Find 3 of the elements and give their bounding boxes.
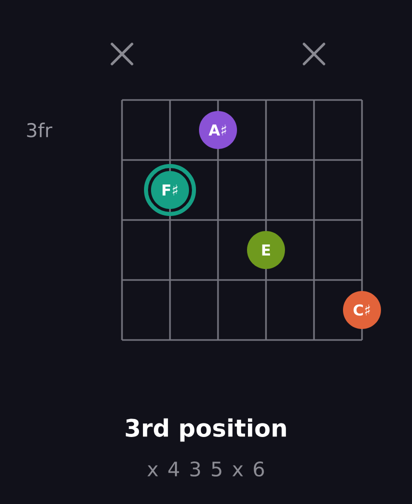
fret-number: 3fr bbox=[27, 122, 52, 138]
caption: x 4 3 5 x 6 bbox=[147, 461, 264, 477]
title: 3rd position bbox=[126, 418, 286, 442]
